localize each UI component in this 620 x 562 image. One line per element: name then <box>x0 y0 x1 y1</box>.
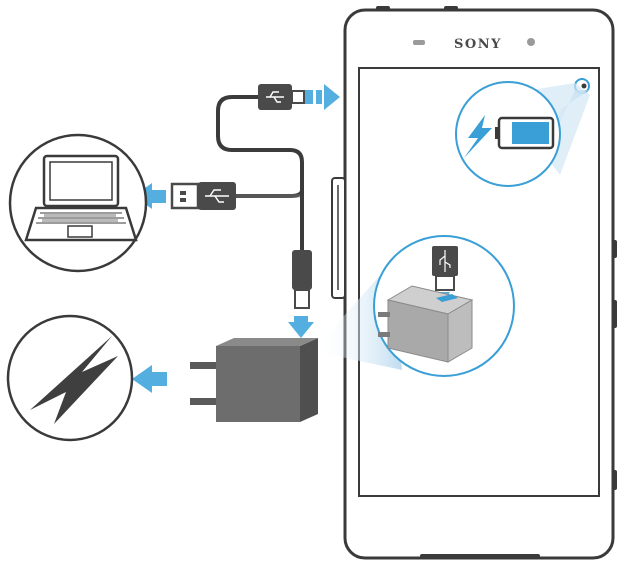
usb-symbol-icon <box>266 91 284 103</box>
battery-callout <box>455 81 590 187</box>
wall-charger-icon <box>190 338 318 422</box>
phone-front-camera <box>527 38 535 46</box>
charger-body-top <box>216 338 318 346</box>
power-circle <box>6 314 134 442</box>
phone-brand-text: SONY <box>454 37 502 52</box>
charger-prong-bottom <box>190 398 218 405</box>
usb-symbol-icon <box>205 189 229 203</box>
callout-charger-right <box>447 299 473 363</box>
arrow-to-phone <box>305 84 340 110</box>
usb-cable-wire-branch <box>234 189 304 198</box>
arrow-to-power <box>132 365 167 393</box>
battery-icon <box>495 116 555 150</box>
usb-a-connector-tip <box>170 182 200 210</box>
callout-charger-prong-top <box>378 312 390 317</box>
laptop-circle <box>8 133 148 273</box>
charger-usb-connector-body <box>292 250 312 290</box>
callout-charger-prong-bottom <box>378 332 390 337</box>
arrow-down-to-charger <box>288 316 314 338</box>
charger-callout <box>318 235 515 377</box>
laptop-icon <box>24 154 138 242</box>
callout-charger-port <box>436 294 458 302</box>
usb-a-connector-tip-inner <box>180 191 186 195</box>
lightning-bolt-icon <box>30 336 118 424</box>
charger-body-side <box>300 338 318 422</box>
lightning-bolt-icon <box>464 115 492 158</box>
phone-speaker <box>413 40 425 45</box>
callout-usb-tip <box>435 275 455 291</box>
charger-body-front <box>216 346 300 422</box>
charger-prong-top <box>190 362 218 369</box>
charger-usb-connector-tip <box>294 289 310 309</box>
battery-level-fill <box>512 122 549 144</box>
micro-usb-tip <box>291 90 305 104</box>
usb-a-connector-tip-inner-2 <box>180 198 186 202</box>
phone-bottom-edge <box>420 554 540 558</box>
usb-cable <box>170 84 312 309</box>
phone-notification-led-dot <box>581 83 587 89</box>
usb-symbol-icon <box>439 250 451 272</box>
usb-cable-wire <box>216 95 304 258</box>
